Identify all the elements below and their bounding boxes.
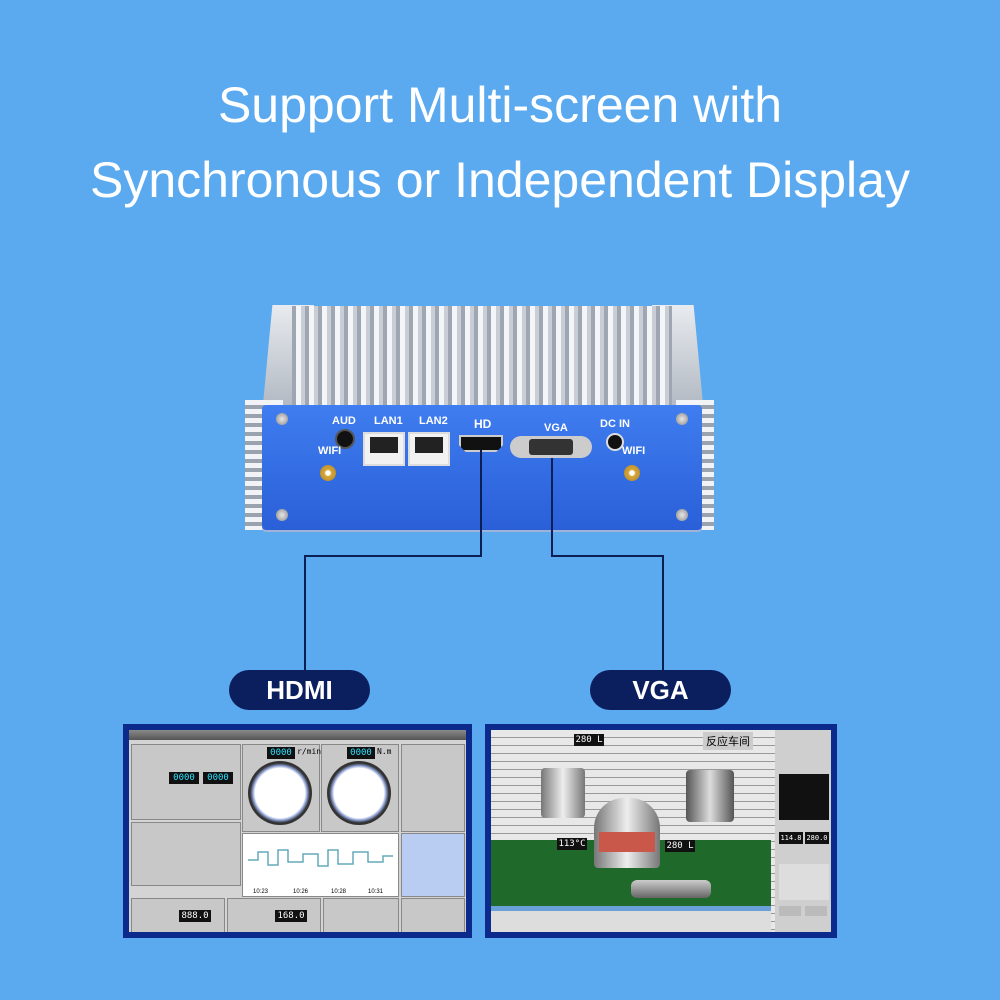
rpm-gauge (248, 761, 312, 825)
hdmi-badge: HDMI (229, 670, 370, 710)
torque-gauge (327, 761, 391, 825)
vga-wire (662, 555, 664, 671)
vga-port-label: VGA (544, 422, 568, 434)
wifi-antenna-connector-right (624, 465, 640, 481)
wifi-label-right: WIFI (622, 445, 646, 457)
control-sidebar: 114.8 280.0 (775, 730, 831, 932)
hdmi-display-screen: 0000 0000 0000 r/min 0000 N.m 10:23 10:2… (123, 724, 472, 938)
power-readout: 0000 (169, 772, 199, 784)
wifi-antenna-connector-left (320, 465, 336, 481)
vga-badge: VGA (590, 670, 731, 710)
aud-label: AUD (332, 415, 356, 427)
lan2-label: LAN2 (419, 415, 448, 427)
heatsink-fins (292, 306, 672, 411)
reactor-temp: 114.8 (779, 832, 803, 844)
dc-power-jack (606, 433, 624, 451)
vga-port (510, 436, 592, 458)
window-titlebar (129, 730, 466, 740)
torque-unit: N.m (377, 747, 392, 756)
audio-jack (335, 429, 355, 449)
pump (631, 880, 711, 898)
tank-right (686, 770, 734, 822)
hdmi-wire (304, 555, 306, 671)
headline-line-1: Support Multi-screen with (217, 77, 783, 133)
x-tick: 10:28 (331, 889, 347, 895)
hd-label: HD (474, 417, 492, 431)
x-tick: 10:31 (368, 889, 384, 895)
hdmi-wire (304, 555, 482, 557)
screw-icon (276, 413, 288, 425)
screw-icon (276, 509, 288, 521)
rpm-unit: r/min (297, 747, 322, 756)
room-sign: 反应车间 (703, 732, 753, 750)
screw-icon (676, 509, 688, 521)
x-tick: 10:26 (293, 889, 309, 895)
reactor (594, 798, 660, 868)
screw-icon (676, 413, 688, 425)
vga-wire (551, 555, 664, 557)
vga-wire (551, 458, 553, 556)
rpm-display: 0000 (267, 747, 295, 759)
io-panel: AUD WIFI LAN1 LAN2 HD VGA DC IN WIFI (262, 405, 702, 530)
setpoint-2: 168.0 (275, 910, 307, 922)
vga-display-screen: 280 L 113°C 280 L 反应车间 114.8 280.0 (485, 724, 837, 938)
headline-line-2: Synchronous or Independent Display (90, 152, 910, 208)
lan1-port (363, 432, 405, 466)
event-table (491, 906, 771, 932)
fuel-readout: 0000 (203, 772, 233, 784)
dc-in-label: DC IN (600, 418, 630, 430)
lan1-label: LAN1 (374, 415, 403, 427)
setpoint-1: 888.0 (179, 910, 211, 922)
hdmi-wire (480, 450, 482, 556)
x-tick: 10:23 (253, 889, 269, 895)
wifi-label-left: WIFI (318, 445, 342, 457)
tank1-level: 280 L (574, 734, 604, 746)
temperature-readout: 113°C (557, 838, 587, 850)
tank2-level: 280 L (665, 840, 695, 852)
lan2-port (408, 432, 450, 466)
tank-left (541, 768, 585, 818)
realtime-chart: 10:23 10:26 10:28 10:31 (242, 833, 399, 897)
torque-display: 0000 (347, 747, 375, 759)
reactor-level: 280.0 (805, 832, 829, 844)
